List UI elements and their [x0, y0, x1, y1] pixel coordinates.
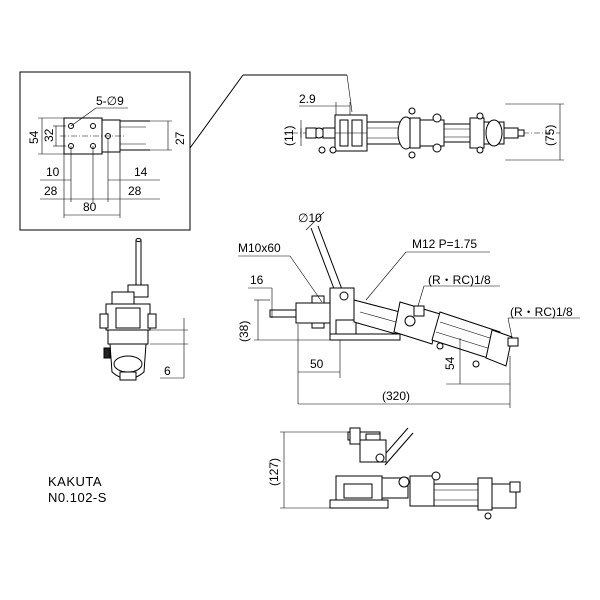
clamp-arm: [295, 302, 333, 324]
dim-320-label: (320): [382, 389, 410, 403]
port2-leader: [507, 317, 513, 339]
cylinder-end-cap: [485, 329, 513, 367]
maker-label: KAKUTA: [48, 474, 102, 489]
center-block: [115, 307, 141, 329]
cylinder-cap: [469, 117, 485, 149]
cylinder-collar: [409, 117, 421, 149]
base-plate: [329, 499, 389, 509]
port-fitting: [432, 113, 442, 123]
port1-label: (R・RC)1/8: [428, 273, 491, 287]
port-fitting: [432, 143, 442, 153]
thread-leader: [365, 251, 407, 301]
end-nut: [517, 129, 525, 137]
dim-75-label: (75): [543, 125, 557, 146]
pin: [318, 146, 326, 154]
bolt-head: [436, 342, 444, 350]
bolt-leader: [289, 255, 323, 303]
pin: [329, 146, 337, 154]
top-view: 2.9 (11) (75): [282, 92, 564, 161]
dim-14-label: 14: [134, 165, 148, 179]
dim-127-label: (127): [267, 458, 281, 486]
model-label: N0.102-S: [48, 490, 107, 505]
bolt-head: [408, 151, 416, 159]
port1-leader: [417, 285, 425, 307]
bolt-label: M10x60: [238, 241, 281, 255]
flange-bolt: [398, 476, 410, 488]
cylinder-cap: [477, 477, 493, 511]
pivot-pin: [339, 291, 349, 301]
dim-16-label: 16: [250, 273, 264, 287]
port-fitting: [413, 305, 425, 317]
handle-tip: [305, 127, 317, 139]
bolt-head: [484, 512, 492, 520]
end-fitting: [509, 481, 521, 493]
end-fitting: [507, 337, 519, 347]
side-view-open: (127): [267, 427, 521, 520]
end-view: 6: [99, 238, 188, 381]
base-detail-view: 5-∅9 54 32 27 10 14 28 28 80: [19, 71, 353, 231]
dim-2-9-label: 2.9: [299, 92, 316, 106]
thread-label: M12 P=1.75: [412, 237, 477, 251]
tie-rod: [439, 321, 497, 341]
linkage-arm: [111, 291, 135, 305]
dim-phi10-label: ∅10: [298, 211, 322, 225]
flange-bolt: [404, 315, 416, 327]
detail-frame: [19, 71, 191, 231]
mount-hole: [68, 123, 74, 129]
dim-80-label: 80: [83, 200, 97, 214]
dim-6-label: 6: [164, 364, 171, 378]
dim-38-label: (38): [237, 321, 251, 342]
cylinder-head: [393, 301, 441, 345]
title-block: KAKUTA N0.102-S: [48, 474, 107, 505]
bolt-head: [476, 112, 484, 120]
dim-54-label: 54: [27, 130, 41, 144]
hole-leader: [70, 107, 97, 127]
bolt-head: [476, 146, 484, 154]
dim-54-label: 54: [443, 356, 457, 370]
dim-27-label: 27: [173, 131, 187, 145]
detail-leader-line: [189, 74, 244, 149]
hole-callout: 5-∅9: [96, 94, 124, 108]
port-fitting: [103, 347, 111, 359]
end-cap: [119, 371, 137, 381]
bolt-head: [472, 360, 480, 368]
end-fitting: [503, 127, 519, 139]
cylinder-head: [409, 475, 435, 507]
side-nut: [99, 313, 109, 329]
handle-tip: [135, 238, 142, 242]
dim-32-label: 32: [42, 128, 56, 142]
clamp-block: [343, 483, 373, 499]
handle-lever: [384, 432, 414, 466]
dim-50-label: 50: [310, 357, 324, 371]
port2-label: (R・RC)1/8: [510, 305, 573, 319]
dim-28-right-label: 28: [128, 184, 142, 198]
dim-10-label: 10: [46, 165, 60, 179]
cylinder-end-cap: [485, 119, 503, 147]
bolt-head: [408, 107, 416, 115]
dim-11-label: (11): [282, 126, 296, 146]
spindle-nut: [349, 427, 361, 445]
cylinder-head: [419, 119, 445, 147]
side-view-closed: ∅10 M10x60 M12 P=1.75 (R・RC)1/8 (R・RC)1/…: [237, 211, 580, 408]
tie-rod: [435, 331, 495, 351]
dim-28-left-label: 28: [44, 184, 58, 198]
handle-lever: [310, 227, 337, 295]
port-fitting: [431, 471, 441, 481]
side-nut: [147, 313, 157, 329]
dim-phi10-leader: [305, 211, 325, 231]
mount-hole: [90, 123, 96, 129]
clamp-base-block: [335, 319, 357, 335]
linkage: [366, 121, 402, 145]
linkage-line: [359, 311, 397, 323]
base-plate: [329, 333, 401, 341]
detail-leader-line-drop: [346, 74, 353, 113]
handle-lever: [317, 225, 344, 293]
cylinder-ring: [113, 355, 143, 373]
pivot-pin: [375, 453, 385, 463]
flange: [107, 329, 149, 345]
